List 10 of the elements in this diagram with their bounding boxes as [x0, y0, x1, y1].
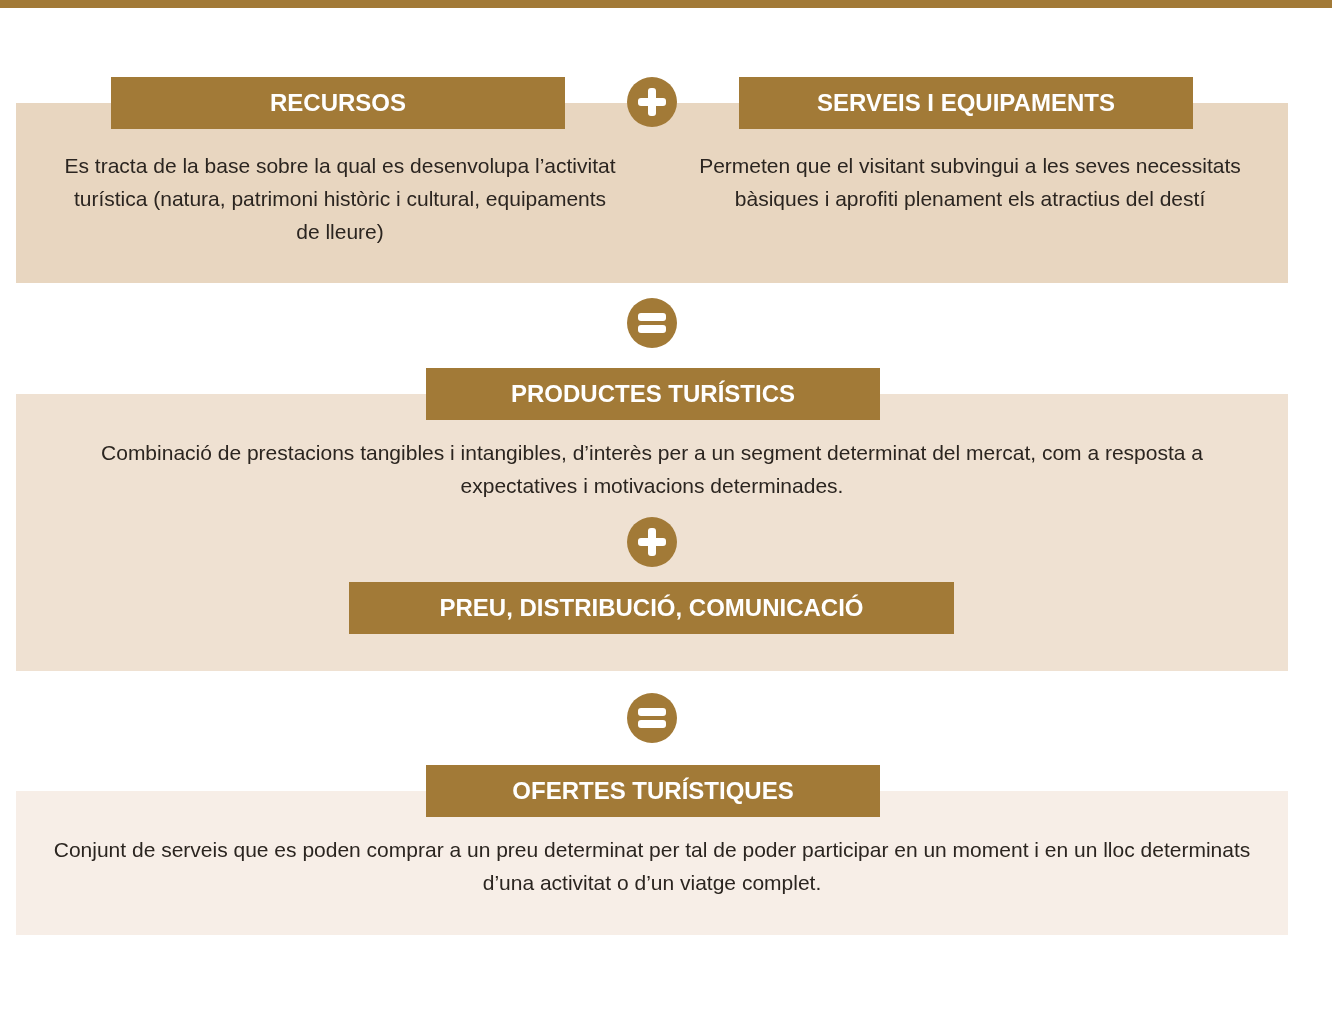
- heading-box: PRODUCTES TURÍSTICS: [426, 368, 880, 420]
- description-text: Es tracta de la base sobre la qual es desenvolupa l’activitat turística (natura, patrimoni històric i cultural, equipaments de lleure): [63, 153, 617, 245]
- heading-box: SERVEIS I EQUIPAMENTS: [739, 77, 1193, 129]
- description-text: Conjunt de serveis que es poden comprar a un preu determinat per tal de poder participar en un moment i en un lloc determinats d’una activitat o d’un viatge complet.: [52, 837, 1252, 896]
- heading-box: PREU, DISTRIBUCIÓ, COMUNICACIÓ: [349, 582, 954, 634]
- description-text: Combinació de prestacions tangibles i intangibles, d’interès per a un segment determinat del mercat, com a resposta a expectatives i motivacions determinades.: [100, 440, 1204, 499]
- description-text: Permeten que el visitant subvingui a les seves necessitats bàsiques i aprofiti plenament els atractius del destí: [698, 153, 1242, 212]
- heading-box: RECURSOS: [111, 77, 565, 129]
- section-panel: [16, 765, 1288, 935]
- heading-box: OFERTES TURÍSTIQUES: [426, 765, 880, 817]
